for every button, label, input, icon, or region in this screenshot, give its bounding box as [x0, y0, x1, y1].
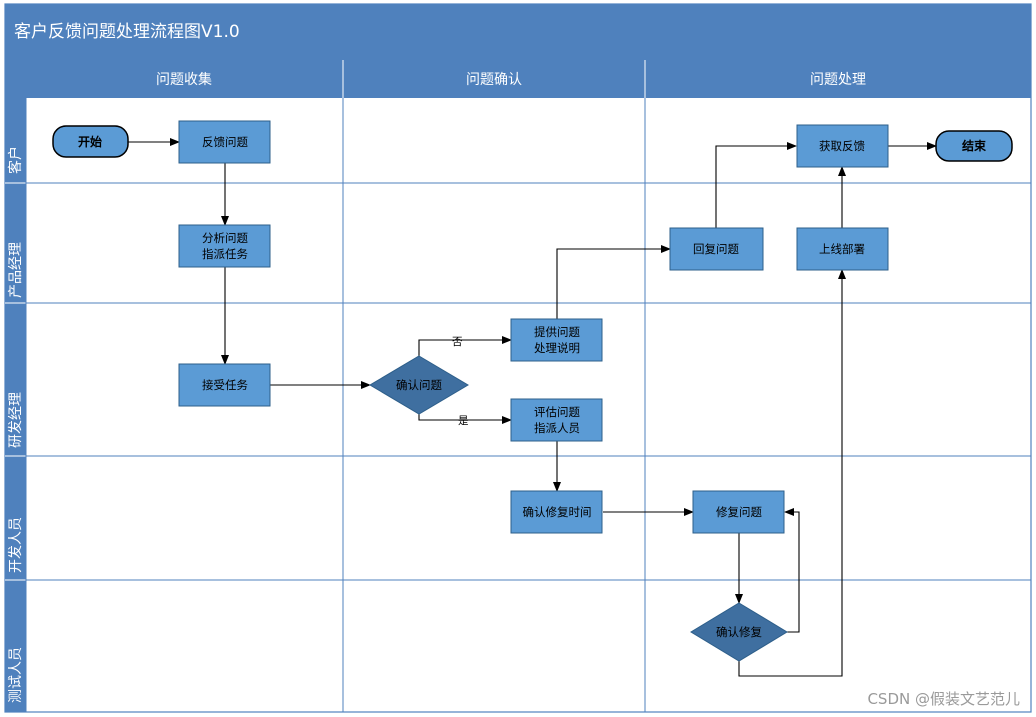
edge-label-no: 否	[452, 336, 463, 348]
end-terminal	[935, 130, 1013, 162]
reply-box	[669, 227, 764, 271]
fix-box	[692, 490, 785, 534]
lane-label-developer: 开发人员	[8, 517, 24, 573]
explain-label-line1: 提供问题	[534, 325, 580, 339]
edge-verify-pass-to-deploy	[738, 269, 846, 677]
title-bar	[4, 3, 1032, 61]
fix-label: 修复问题	[716, 505, 762, 519]
reply-label: 回复问题	[693, 242, 739, 256]
assess-label-line1: 评估问题	[534, 405, 580, 419]
get-feedback-box	[796, 124, 889, 168]
end-label: 结束	[962, 138, 987, 153]
accept-task-box	[178, 363, 271, 407]
lane-label-customer: 客户	[7, 146, 24, 174]
confirm-issue-diamond	[369, 355, 469, 415]
watermark: CSDN @假装文艺范儿	[867, 690, 1020, 708]
deploy-box	[796, 227, 889, 271]
edge-explain-to-reply	[556, 245, 671, 319]
feedback-label: 反馈问题	[202, 135, 248, 149]
deploy-label: 上线部署	[819, 242, 865, 256]
verify-fix-label: 确认修复	[716, 625, 762, 639]
page-title: 客户反馈问题处理流程图V1.0	[14, 22, 240, 42]
edge-reply-to-getfeedback	[715, 142, 797, 228]
accept-task-label: 接受任务	[202, 378, 248, 392]
edge-confirm-to-explain	[418, 336, 512, 356]
edge-confirm-to-assess	[418, 414, 512, 424]
column-header-handle: 问题处理	[810, 72, 866, 88]
start-label: 开始	[78, 134, 102, 149]
analyze-label-line2: 指派任务	[202, 247, 248, 261]
edge-verify-fail-to-fix	[784, 508, 800, 633]
explain-box	[510, 318, 603, 362]
column-header-confirm: 问题确认	[466, 72, 522, 88]
assess-label-line2: 指派人员	[534, 421, 580, 435]
assess-box	[510, 398, 603, 442]
confirm-time-label: 确认修复时间	[523, 505, 592, 519]
column-header-row	[26, 60, 1031, 98]
lane-label-product-manager: 产品经理	[8, 242, 24, 298]
get-feedback-label: 获取反馈	[819, 139, 865, 153]
analyze-label-line1: 分析问题	[202, 231, 248, 245]
verify-fix-diamond	[690, 602, 788, 662]
column-header-collect: 问题收集	[156, 71, 212, 88]
start-terminal	[52, 125, 129, 158]
edge-label-yes: 是	[458, 415, 469, 427]
feedback-box	[178, 120, 271, 164]
lane-label-strip	[5, 60, 26, 712]
lane-label-tester: 测试人员	[8, 647, 24, 703]
analyze-box	[178, 224, 271, 268]
lane-label-dev-manager: 研发经理	[8, 392, 24, 448]
connectors	[128, 138, 937, 677]
confirm-issue-label: 确认问题	[396, 378, 442, 392]
explain-label-line2: 处理说明	[534, 341, 580, 355]
confirm-time-box	[510, 490, 603, 534]
